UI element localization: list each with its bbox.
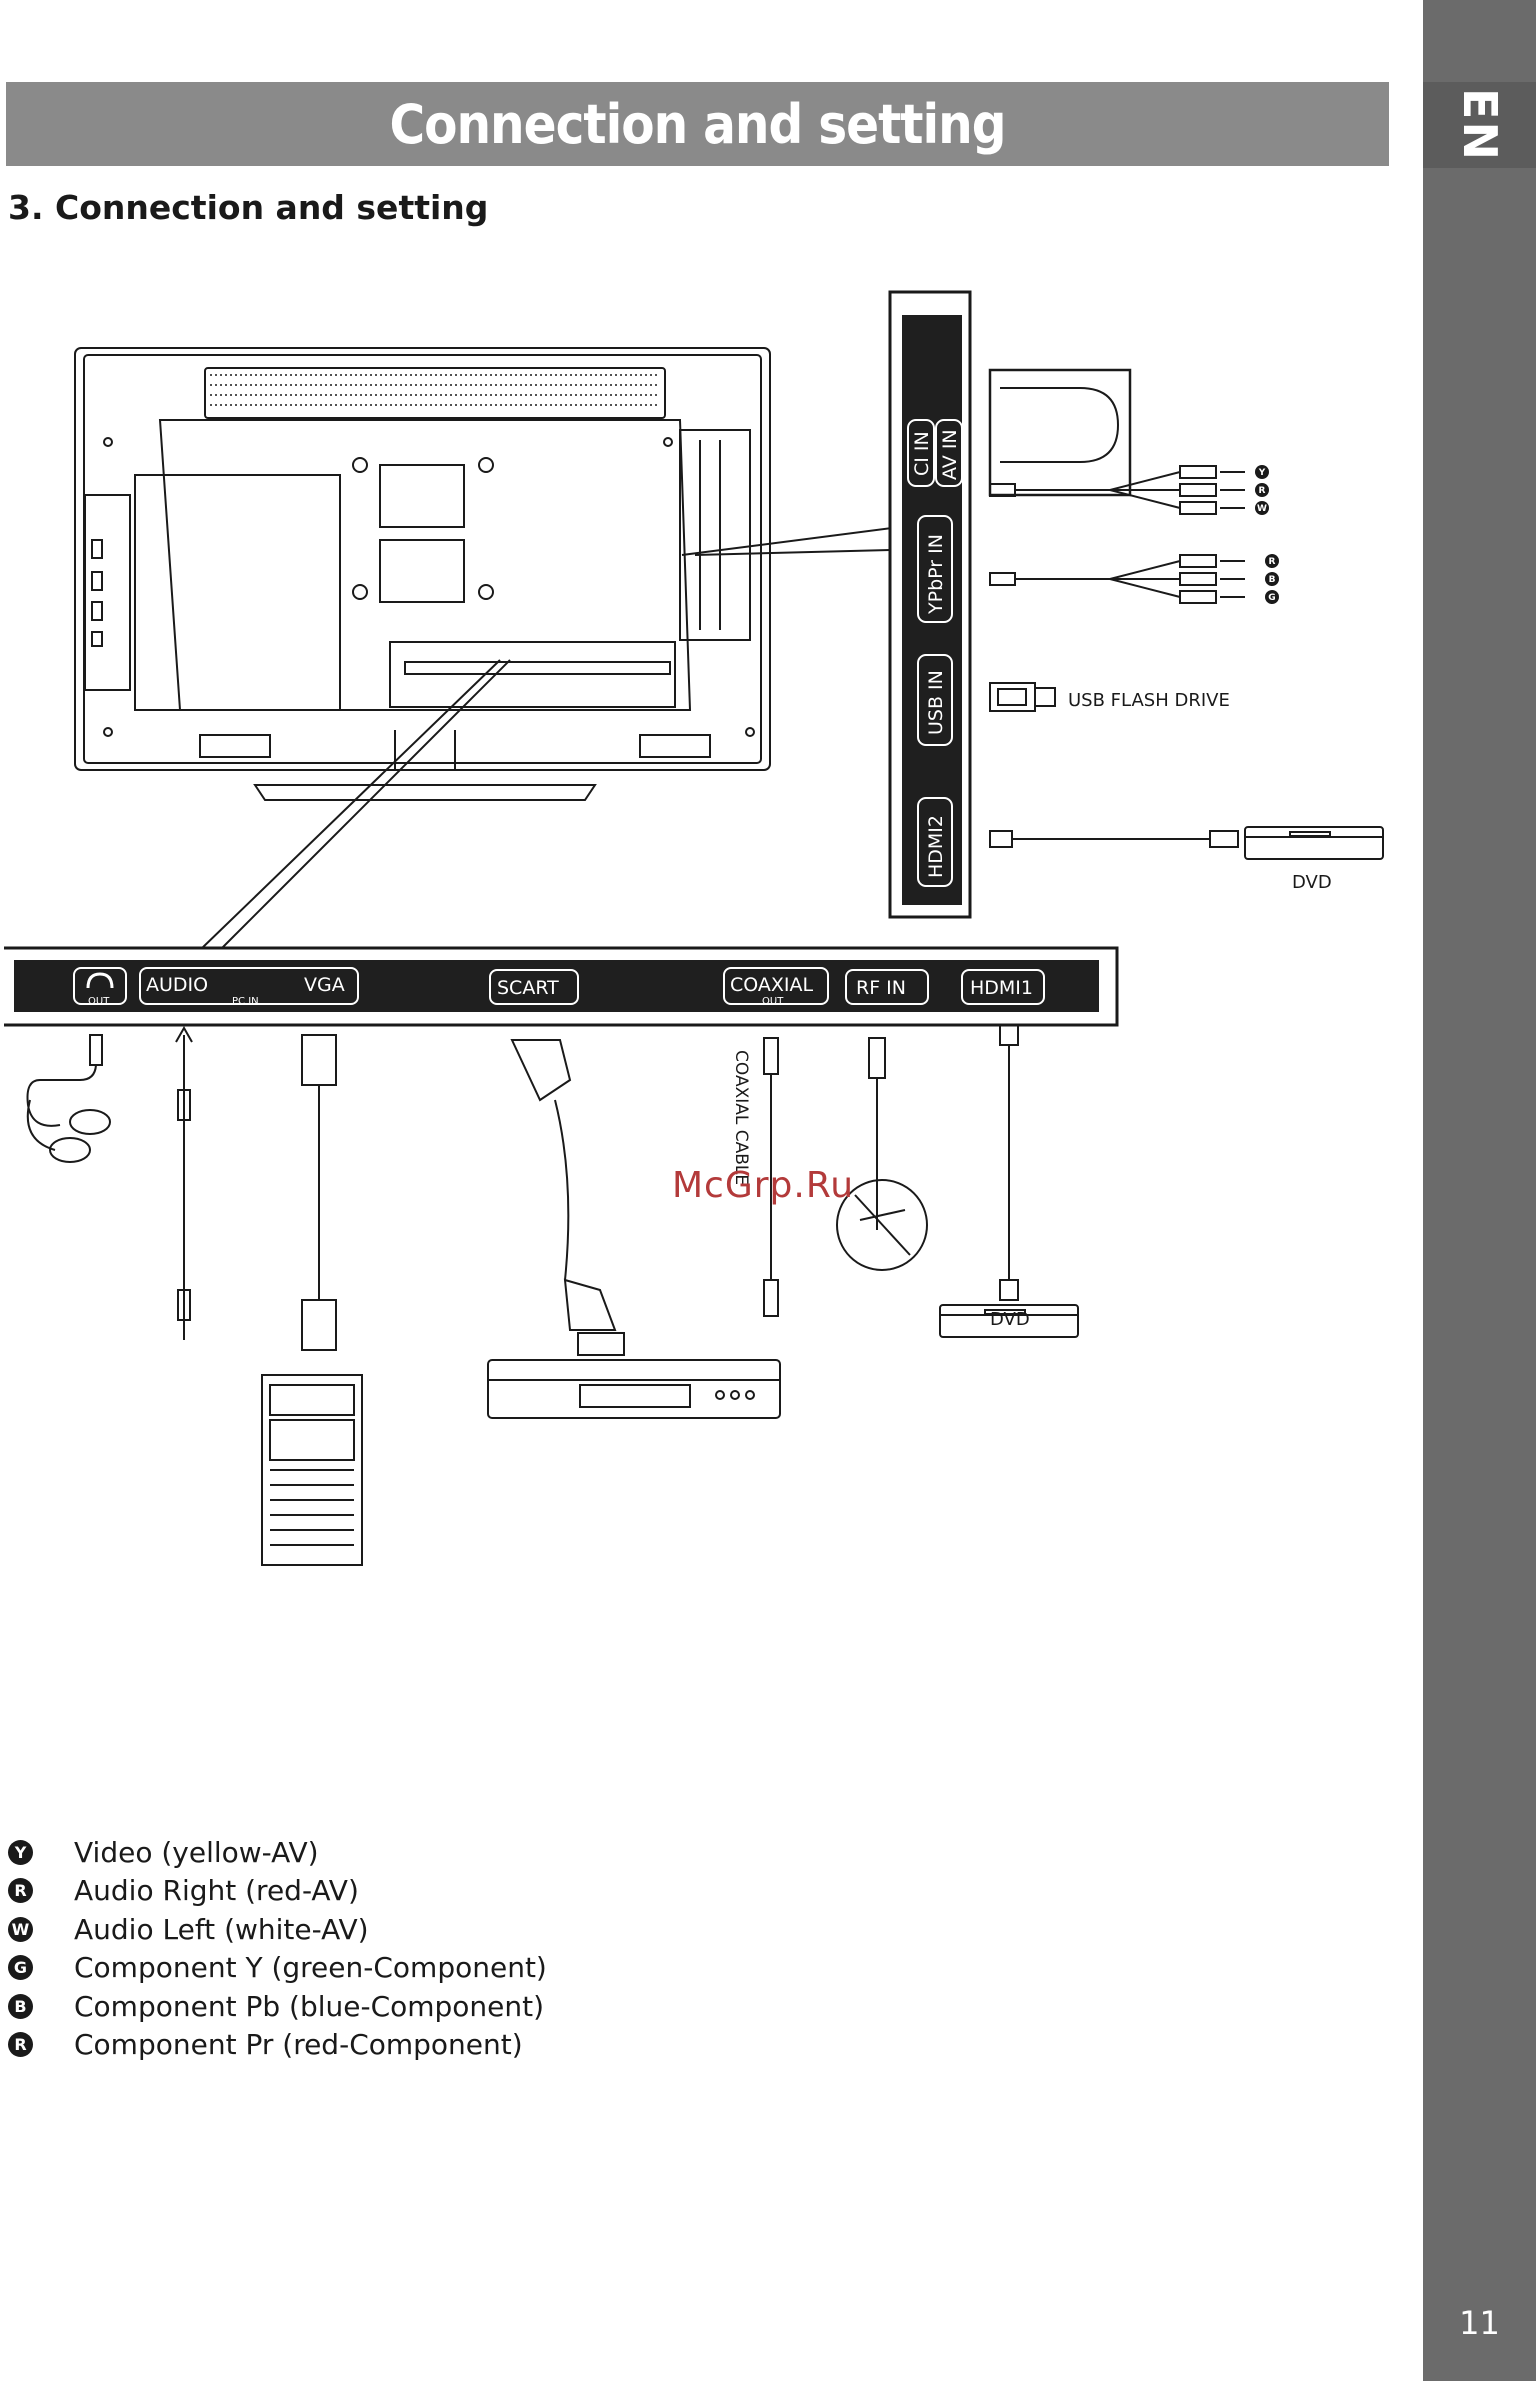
legend-text: Audio Right (red-AV): [74, 1874, 359, 1908]
language-tab: EN: [1423, 82, 1536, 168]
coaxial-cable-label: COAXIAL CABLE: [731, 1050, 751, 1185]
letter-badge: G: [8, 1955, 33, 1981]
letter-badge: Y: [8, 1839, 33, 1865]
pc-in-label: PC IN: [232, 996, 259, 1007]
legend-item-component-y: G Component Y (green-Component): [8, 1949, 547, 1988]
hdmi2-label: HDMI2: [925, 815, 947, 878]
page-number: 11: [1459, 2304, 1500, 2342]
language-label: EN: [1452, 88, 1507, 162]
ypbpr-in-label: YPbPr IN: [925, 534, 947, 615]
legend-text: Video (yellow-AV): [74, 1835, 319, 1869]
legend: Y Video (yellow-AV) R Audio Right (red-A…: [8, 1833, 547, 2064]
right-sidebar: EN 11: [1423, 0, 1536, 2381]
ci-card-illustration: [988, 368, 1132, 497]
letter-badge: B: [8, 1993, 33, 2019]
side-dvd-label: DVD: [1292, 872, 1332, 893]
scart-label: SCART: [497, 977, 559, 999]
coaxial-label: COAXIAL: [730, 974, 814, 996]
pc-tower-illustration: [261, 1374, 363, 1566]
hdmi-cable-illustration: [989, 830, 1239, 848]
rf-in-label: RF IN: [856, 977, 906, 999]
scart-dvd-player: [487, 1359, 781, 1419]
vga-cable-illustration: [301, 1034, 337, 1351]
legend-text: Audio Left (white-AV): [74, 1912, 369, 1946]
av-badge-w: W: [1257, 504, 1267, 514]
av-in-label: AV IN: [939, 429, 961, 480]
connection-diagram: CI IN AV IN YPbPr IN USB IN HDMI2 USB FL…: [4, 290, 1384, 1566]
tv-back-illustration: [74, 347, 771, 801]
legend-text: Component Y (green-Component): [74, 1951, 547, 1985]
section-title: 3. Connection and setting: [8, 188, 489, 227]
audio-cable-illustration: [175, 1025, 193, 1340]
legend-item-audio-right: R Audio Right (red-AV): [8, 1872, 547, 1911]
bottom-dvd-player: [939, 1304, 1079, 1338]
hdmi1-label: HDMI1: [970, 977, 1033, 999]
letter-badge: R: [8, 2032, 33, 2058]
headphone-out-label: OUT: [88, 996, 110, 1007]
legend-item-component-pb: B Component Pb (blue-Component): [8, 1987, 547, 2026]
hdmi1-cable-illustration: [999, 1024, 1019, 1301]
earphones-illustration: [26, 1034, 111, 1163]
component-badge-g: G: [1268, 593, 1275, 603]
component-badge-b: B: [1269, 575, 1276, 585]
page-title: Connection and setting: [389, 92, 1006, 156]
scart-cable-illustration: [510, 1039, 625, 1356]
usb-in-label: USB IN: [925, 670, 947, 735]
av-badge-r: R: [1259, 486, 1266, 496]
letter-badge: W: [8, 1916, 33, 1942]
coaxial-cable-illustration: [763, 1037, 779, 1317]
legend-text: Component Pb (blue-Component): [74, 1989, 545, 2023]
legend-item-video: Y Video (yellow-AV): [8, 1833, 547, 1872]
coaxial-out-label: OUT: [762, 996, 784, 1007]
audio-label: AUDIO: [146, 974, 208, 996]
side-dvd-player: [1244, 826, 1384, 860]
legend-item-audio-left: W Audio Left (white-AV): [8, 1910, 547, 1949]
watermark: McGrp.Ru: [672, 1165, 855, 1206]
av-cable-illustration: [989, 465, 1245, 515]
side-connector-panel: [888, 290, 972, 919]
av-badge-y: Y: [1258, 468, 1266, 478]
header-bar: Connection and setting: [6, 82, 1389, 166]
antenna-cable-illustration: [836, 1037, 928, 1271]
vga-label: VGA: [304, 974, 345, 996]
ci-in-label: CI IN: [911, 431, 933, 476]
bottom-dvd-label: DVD: [990, 1309, 1030, 1330]
component-cable-illustration: [989, 554, 1245, 604]
component-badge-r: R: [1269, 557, 1276, 567]
legend-text: Component Pr (red-Component): [74, 2028, 523, 2062]
usb-drive-illustration: [989, 682, 1056, 712]
headphone-icon: [86, 972, 114, 989]
legend-item-component-pr: R Component Pr (red-Component): [8, 2026, 547, 2065]
usb-flash-drive-label: USB FLASH DRIVE: [1068, 690, 1230, 711]
letter-badge: R: [8, 1878, 33, 1904]
